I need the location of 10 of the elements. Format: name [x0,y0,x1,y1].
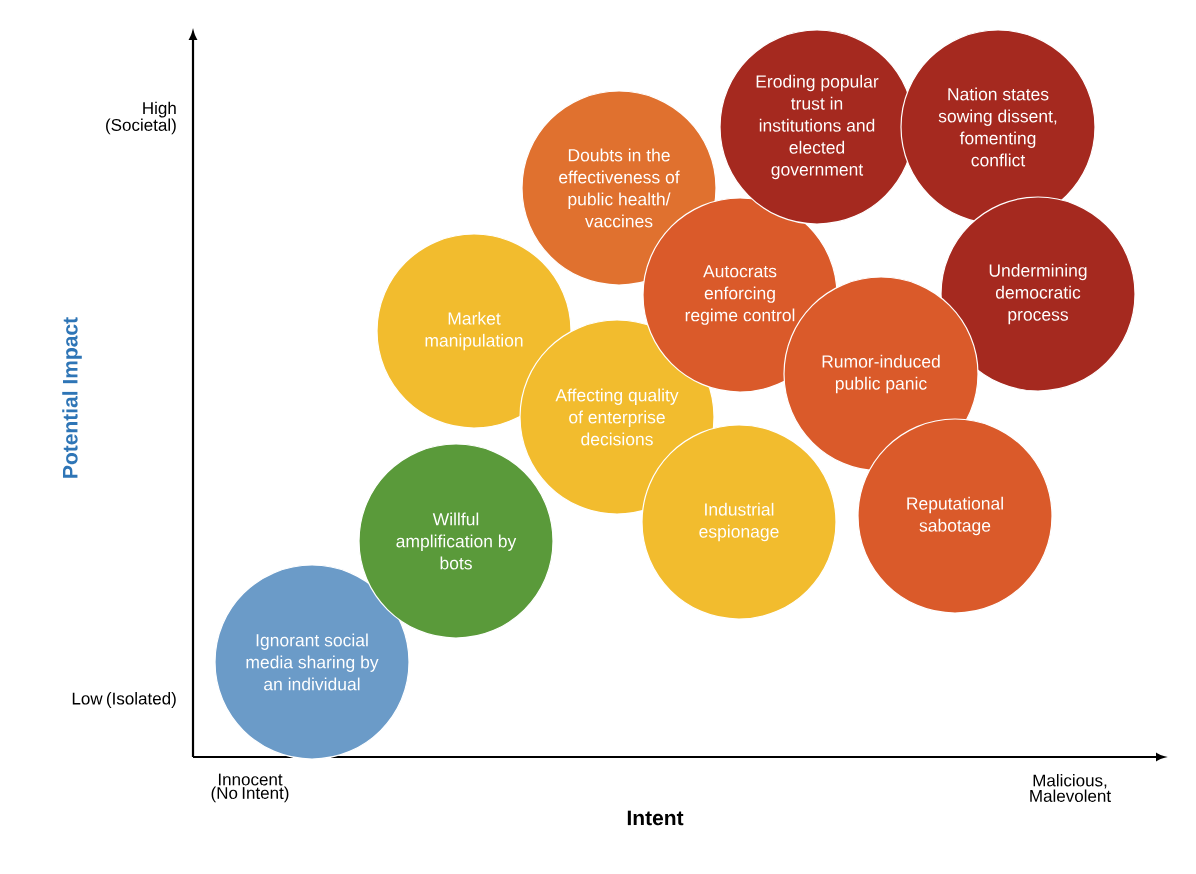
axis-title: Potential Impact [62,317,82,478]
bubble: Nation states sowing dissent, fomenting conflict [900,29,1096,225]
bubble: Undermining democratic process [940,196,1136,392]
bubble: Eroding popular trust in institutions and elected government [719,29,915,225]
axis-label: Malicious, Malevolent [1030,774,1111,802]
axis-label: Low (Isolated) [72,692,176,708]
bubble: Ignorant social media sharing by an individual [214,564,410,760]
axis-title: Intent [627,810,684,826]
bubble: Reputational sabotage [857,418,1053,614]
axis-label: High (Societal) [106,101,176,135]
